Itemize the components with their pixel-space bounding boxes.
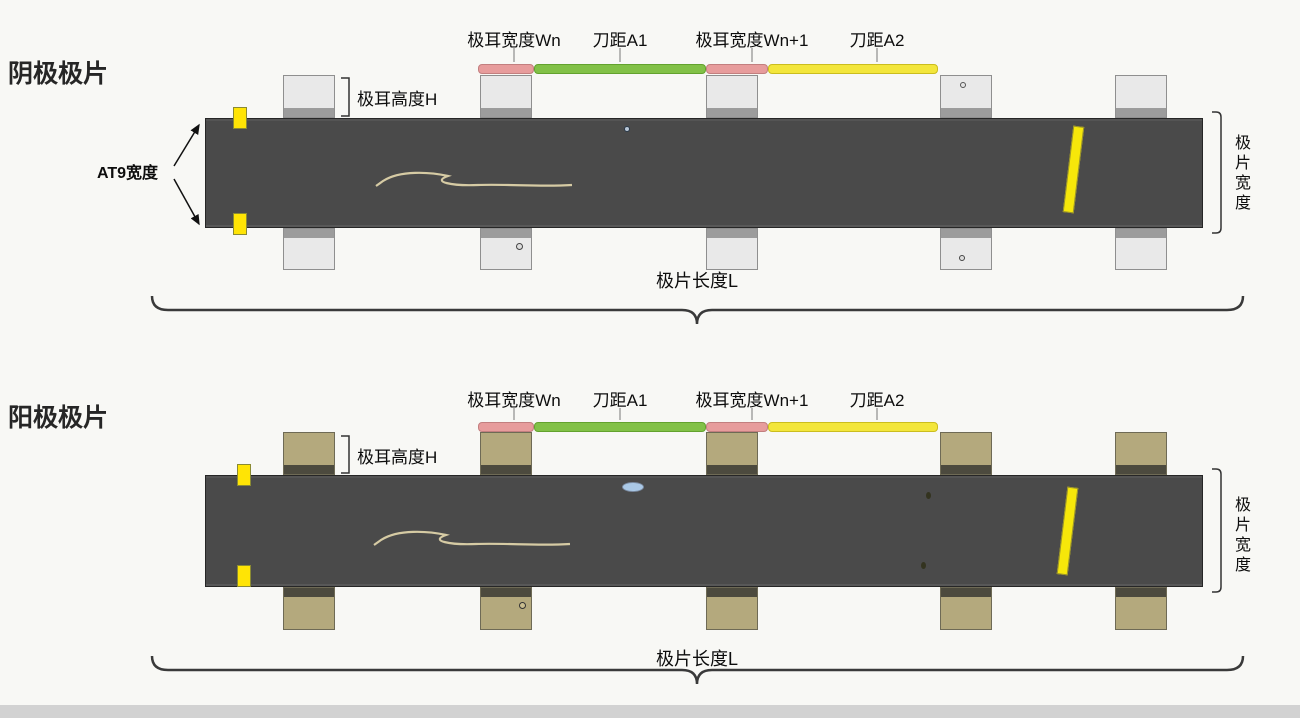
anode-label-blade-a2: 刀距A2 [849, 391, 905, 410]
electrode-tab [940, 75, 992, 118]
electrode-tab [940, 228, 992, 270]
cathode-strip [205, 118, 1203, 228]
cathode-label-tab-width-n1: 极耳宽度Wn+1 [695, 31, 809, 50]
tab-coating-band [481, 588, 531, 597]
tab-coating-band [481, 229, 531, 238]
cathode-label-blade-a2: 刀距A2 [849, 31, 905, 50]
cathode-label-sheet-length: 极片长度L [655, 271, 739, 291]
tab-coating-band [1116, 229, 1166, 238]
electrode-tab [283, 587, 335, 630]
defect-mark [516, 243, 523, 250]
cathode-bar-tab-width-n [478, 64, 534, 74]
anode-title: 阳极极片 [8, 404, 109, 432]
tab-coating-band [284, 588, 334, 597]
electrode-tab [1115, 75, 1167, 118]
defect-mark [622, 482, 644, 492]
electrode-tab [706, 587, 758, 630]
electrode-tab [480, 75, 532, 118]
cathode-label-sheet-width: 极片宽度 [1232, 134, 1249, 214]
edge-marker [237, 565, 251, 587]
electrode-tab [940, 432, 992, 475]
anode-bar-tab-width-n [478, 422, 534, 432]
cathode-label-tab-width-n: 极耳宽度Wn [467, 31, 561, 50]
electrode-tab [940, 587, 992, 630]
defect-mark [519, 602, 526, 609]
cathode-diagram: 阴极极片 极耳宽度Wn 刀距A1 极耳宽度Wn+1 刀距A2 极耳高度H AT9… [0, 0, 1300, 356]
edge-marker [237, 464, 251, 486]
cathode-label-tab-height: 极耳高度H [357, 90, 438, 109]
tab-coating-band [284, 229, 334, 238]
tab-coating-band [284, 108, 334, 117]
anode-label-tab-width-n: 极耳宽度Wn [467, 391, 561, 410]
electrode-tab [1115, 432, 1167, 475]
edge-marker [233, 213, 247, 235]
electrode-tab [283, 228, 335, 270]
tab-coating-band [941, 108, 991, 117]
defect-mark [959, 255, 965, 261]
bottom-band [0, 705, 1300, 718]
anode-label-tab-height: 极耳高度H [357, 448, 438, 467]
tab-coating-band [284, 465, 334, 474]
tab-coating-band [707, 465, 757, 474]
anode-strip [205, 475, 1203, 587]
tab-coating-band [481, 465, 531, 474]
anode-bar-blade-a2 [768, 422, 938, 432]
cathode-bar-blade-a1 [534, 64, 706, 74]
anode-label-sheet-length: 极片长度L [655, 649, 739, 669]
cathode-title: 阴极极片 [8, 60, 109, 88]
tab-coating-band [941, 588, 991, 597]
anode-label-sheet-width: 极片宽度 [1232, 496, 1249, 576]
tab-coating-band [941, 229, 991, 238]
electrode-tab [283, 75, 335, 118]
electrode-tab [480, 228, 532, 270]
anode-label-tab-width-n1: 极耳宽度Wn+1 [695, 391, 809, 410]
cathode-label-at9-width: AT9宽度 [97, 165, 159, 182]
tab-coating-band [707, 588, 757, 597]
electrode-tab [706, 432, 758, 475]
tab-coating-band [941, 465, 991, 474]
edge-marker [233, 107, 247, 129]
defect-mark [926, 492, 931, 499]
defect-mark [624, 126, 630, 132]
anode-bar-tab-width-n1 [706, 422, 768, 432]
tab-coating-band [1116, 465, 1166, 474]
cathode-label-blade-a1: 刀距A1 [592, 31, 648, 50]
electrode-tab [706, 228, 758, 270]
electrode-tab [480, 432, 532, 475]
anode-label-blade-a1: 刀距A1 [592, 391, 648, 410]
tab-coating-band [707, 108, 757, 117]
cathode-bar-tab-width-n1 [706, 64, 768, 74]
electrode-tab [706, 75, 758, 118]
anode-diagram: 阳极极片 极耳宽度Wn 刀距A1 极耳宽度Wn+1 刀距A2 极耳高度H 极片宽… [0, 356, 1300, 718]
tab-coating-band [1116, 588, 1166, 597]
tab-coating-band [1116, 108, 1166, 117]
defect-mark [960, 82, 966, 88]
electrode-tab [1115, 228, 1167, 270]
anode-bar-blade-a1 [534, 422, 706, 432]
defect-mark [921, 562, 926, 569]
tab-coating-band [707, 229, 757, 238]
electrode-tab [283, 432, 335, 475]
electrode-tab [1115, 587, 1167, 630]
cathode-bar-blade-a2 [768, 64, 938, 74]
tab-coating-band [481, 108, 531, 117]
